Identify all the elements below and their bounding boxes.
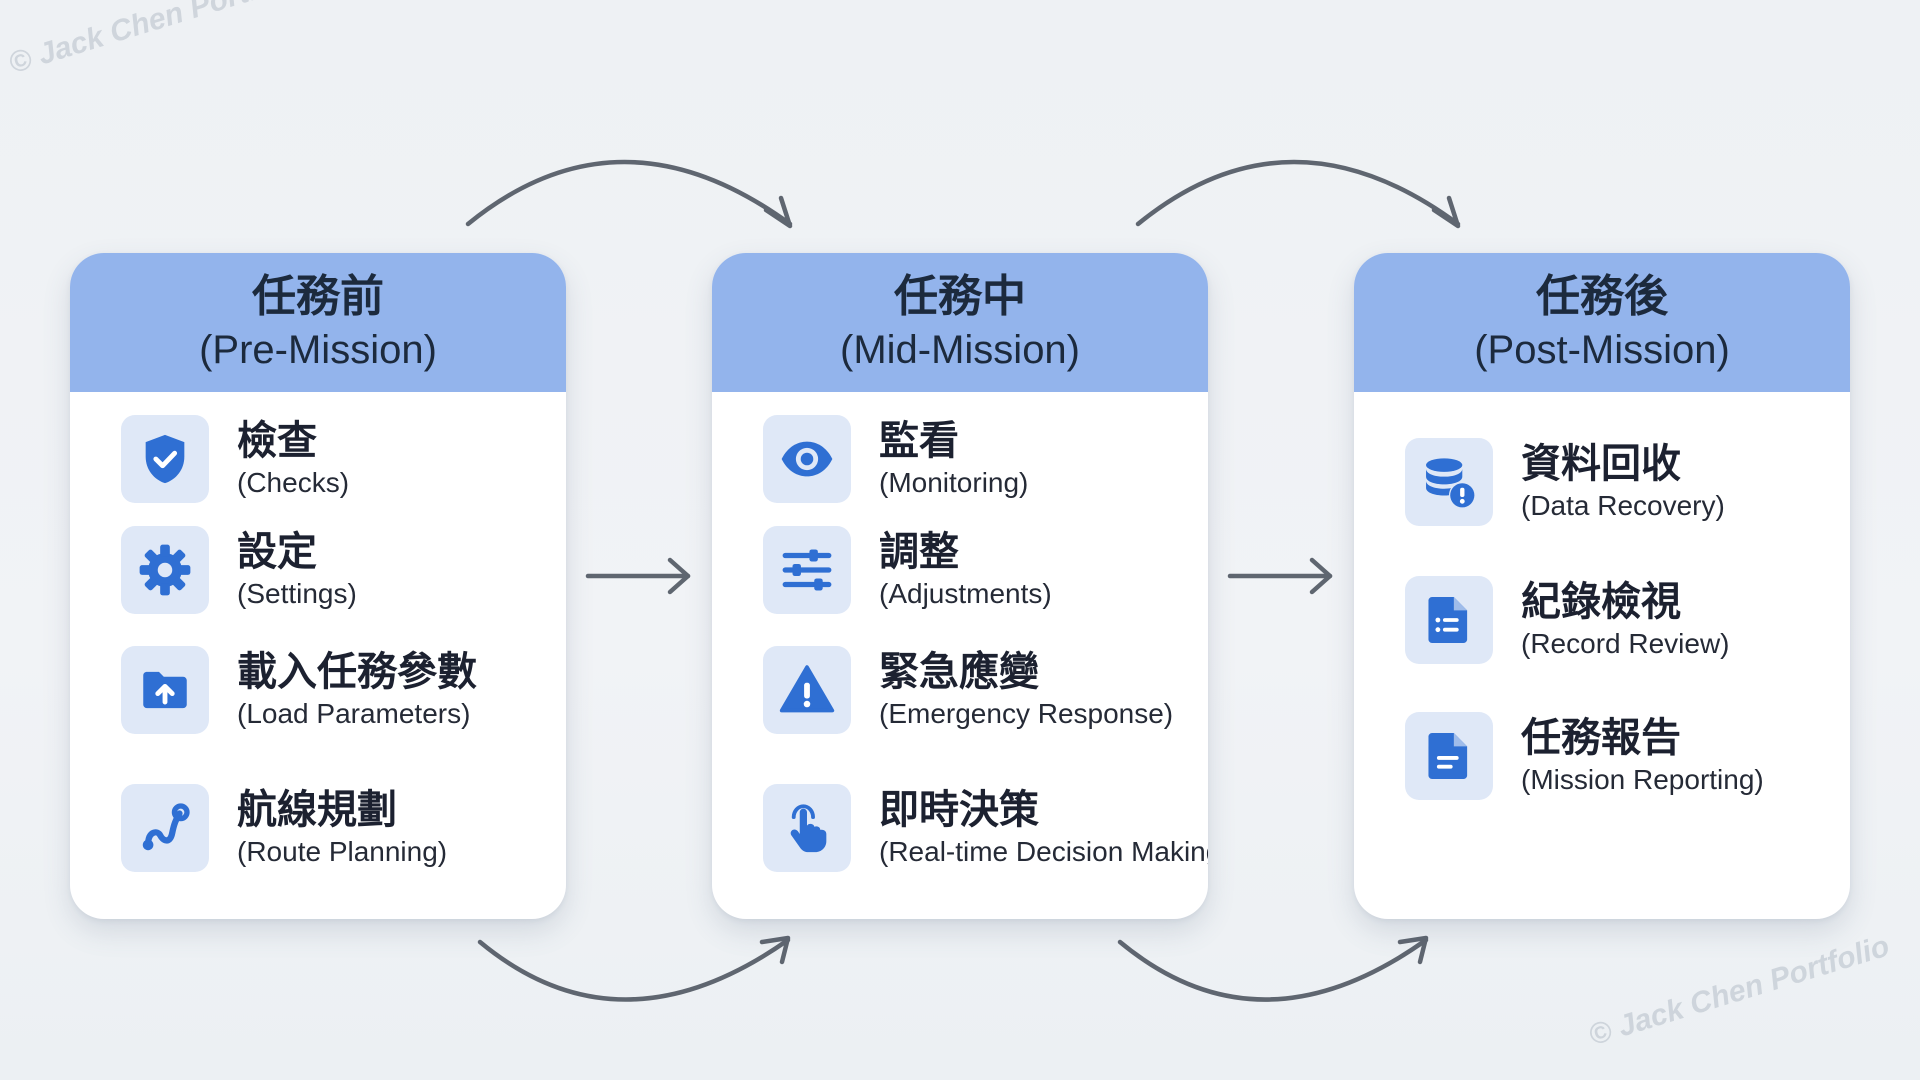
- gear-icon: [121, 526, 209, 614]
- stage-title: 任務前: [252, 270, 384, 322]
- straight-arrow-1-head: [667, 557, 691, 595]
- route-icon: [121, 784, 209, 872]
- database-alert-icon: [1405, 438, 1493, 526]
- sliders-icon: [763, 526, 851, 614]
- item-subtitle: (Emergency Response): [879, 698, 1174, 729]
- stage-title: 任務後: [1536, 270, 1668, 322]
- shield-check-icon: [121, 415, 209, 503]
- list-item-checks: 檢查 (Checks): [70, 415, 566, 505]
- curved-arrow-top-1-head: [763, 195, 793, 229]
- item-title: 檢查: [237, 418, 317, 464]
- item-subtitle: (Settings): [237, 578, 357, 609]
- list-item-record-review: 紀錄檢視 (Record Review): [1354, 576, 1850, 666]
- curved-arrow-bottom-2-head: [1397, 935, 1429, 965]
- stage-header: 任務後 (Post-Mission): [1354, 253, 1850, 392]
- curved-arrow-bottom-2: [1117, 937, 1429, 1002]
- item-subtitle: (Monitoring): [879, 467, 1029, 498]
- list-item-adjustments: 調整 (Adjustments): [712, 526, 1208, 616]
- item-title: 任務報告: [1521, 715, 1681, 761]
- list-item-real-time-decision: 即時決策 (Real-time Decision Making): [712, 784, 1208, 874]
- list-item-settings: 設定 (Settings): [70, 526, 566, 616]
- list-item-monitoring: 監看 (Monitoring): [712, 415, 1208, 505]
- stage-card-mid-mission: 任務中 (Mid-Mission) 監看 (Monitoring) 調整 (Ad…: [712, 253, 1208, 919]
- stage-header: 任務中 (Mid-Mission): [712, 253, 1208, 392]
- list-item-data-recovery: 資料回收 (Data Recovery): [1354, 438, 1850, 528]
- item-subtitle: (Adjustments): [879, 578, 1052, 609]
- item-subtitle: (Real-time Decision Making): [879, 836, 1208, 867]
- item-title: 設定: [237, 529, 317, 575]
- item-title: 資料回收: [1521, 441, 1681, 487]
- item-subtitle: (Load Parameters): [237, 698, 471, 729]
- item-subtitle: (Checks): [237, 467, 350, 498]
- straight-arrow-2-head: [1309, 557, 1333, 595]
- stage-header: 任務前 (Pre-Mission): [70, 253, 566, 392]
- list-item-load-parameters: 載入任務參數 (Load Parameters): [70, 646, 566, 736]
- curved-arrow-top-2-head: [1431, 195, 1461, 229]
- stage-subtitle: (Pre-Mission): [199, 327, 437, 372]
- curved-arrow-bottom-1: [477, 937, 791, 1002]
- stage-card-post-mission: 任務後 (Post-Mission) 資料回收 (Data Recovery) …: [1354, 253, 1850, 919]
- list-item-emergency-response: 緊急應變 (Emergency Response): [712, 646, 1208, 736]
- item-subtitle: (Route Planning): [237, 836, 448, 867]
- touch-icon: [763, 784, 851, 872]
- document-icon: [1405, 712, 1493, 800]
- item-title: 航線規劃: [237, 787, 397, 833]
- curved-arrow-top-1: [465, 159, 793, 227]
- folder-upload-icon: [121, 646, 209, 734]
- stage-card-pre-mission: 任務前 (Pre-Mission) 檢查 (Checks): [70, 253, 566, 919]
- curved-arrow-bottom-1-head: [759, 935, 791, 965]
- item-title: 調整: [879, 529, 959, 575]
- list-item-route-planning: 航線規劃 (Route Planning): [70, 784, 566, 874]
- item-subtitle: (Data Recovery): [1521, 490, 1725, 521]
- stage-title: 任務中: [894, 270, 1026, 322]
- item-title: 即時決策: [879, 787, 1039, 833]
- item-title: 載入任務參數: [237, 649, 477, 695]
- stage-subtitle: (Mid-Mission): [840, 327, 1080, 372]
- stage-subtitle: (Post-Mission): [1474, 327, 1730, 372]
- item-title: 監看: [879, 418, 959, 464]
- warning-icon: [763, 646, 851, 734]
- document-list-icon: [1405, 576, 1493, 664]
- item-subtitle: (Record Review): [1521, 628, 1730, 659]
- item-subtitle: (Mission Reporting): [1521, 764, 1764, 795]
- item-title: 紀錄檢視: [1521, 579, 1681, 625]
- eye-icon: [763, 415, 851, 503]
- list-item-mission-reporting: 任務報告 (Mission Reporting): [1354, 712, 1850, 802]
- item-title: 緊急應變: [879, 649, 1039, 695]
- curved-arrow-top-2: [1135, 159, 1461, 227]
